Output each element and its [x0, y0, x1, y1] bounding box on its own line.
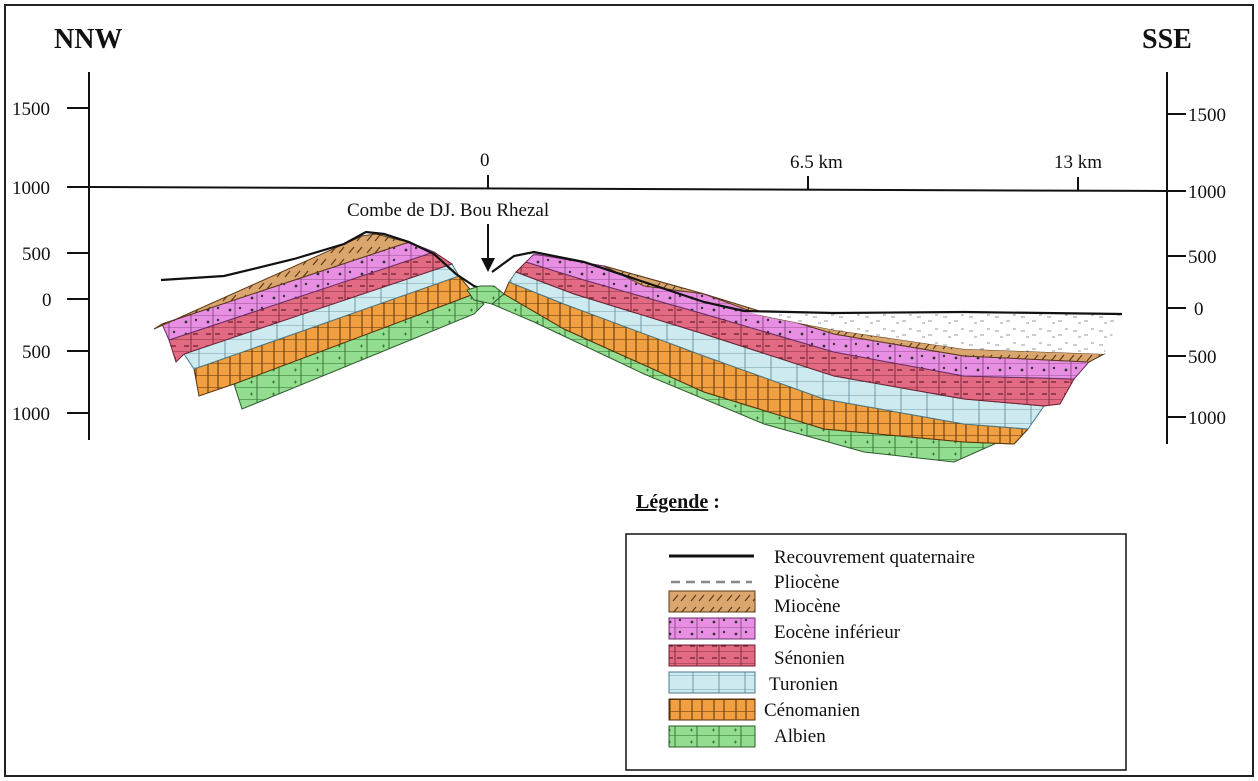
- distance-axis: 0 6.5 km 13 km: [89, 150, 1167, 191]
- right-tick-label: 1000: [1188, 182, 1226, 203]
- left-tick-label: 1000: [12, 404, 50, 425]
- combe-arrow: [481, 224, 495, 272]
- legend-title-colon: :: [708, 491, 720, 513]
- legend-swatch-eocene: [669, 618, 755, 639]
- legend-swatch-cenomanien: [669, 699, 755, 720]
- left-tick-label: 1000: [12, 178, 50, 199]
- legend-title: Légende :: [636, 491, 720, 513]
- right-tick-label: 0: [1194, 299, 1204, 320]
- cross-section-figure: NNW SSE 1500 1000 500 0 500 1000 1500 10…: [4, 4, 1254, 777]
- legend-label: Recouvrement quaternaire: [774, 547, 975, 568]
- legend-label: Eocène inférieur: [774, 622, 901, 643]
- cross-section-svg: NNW SSE 1500 1000 500 0 500 1000 1500 10…: [4, 4, 1254, 777]
- distance-label: 13 km: [1054, 152, 1102, 173]
- left-elevation-axis: 1500 1000 500 0 500 1000: [12, 72, 89, 440]
- right-tick-label: 500: [1188, 247, 1217, 268]
- legend-label: Cénomanien: [764, 700, 861, 721]
- distance-label: 0: [480, 150, 490, 171]
- left-tick-label: 500: [22, 342, 51, 363]
- legend-label: Albien: [774, 726, 826, 747]
- legend-swatch-miocene: [669, 591, 755, 612]
- right-tick-label: 500: [1188, 347, 1217, 368]
- combe-label: Combe de DJ. Bou Rhezal: [347, 200, 549, 221]
- legend-swatch-turonien: [669, 672, 755, 693]
- legend-label: Turonien: [769, 674, 838, 695]
- legend-label: Pliocène: [774, 572, 839, 593]
- left-tick-label: 1500: [12, 99, 50, 120]
- right-elevation-axis: 1500 1000 500 0 500 1000: [1167, 72, 1226, 444]
- legend-swatch-albien: [669, 726, 755, 747]
- distance-label: 6.5 km: [790, 152, 843, 173]
- direction-right-label: SSE: [1142, 24, 1192, 55]
- legend: Légende : Recouvrement quaternaire Plioc…: [626, 491, 1126, 770]
- geological-section: [154, 232, 1122, 462]
- legend-label: Miocène: [774, 596, 840, 617]
- legend-label: Sénonien: [774, 648, 845, 669]
- direction-left-label: NNW: [54, 24, 122, 55]
- left-tick-label: 0: [42, 290, 52, 311]
- legend-swatch-senonien: [669, 645, 755, 666]
- left-tick-label: 500: [22, 244, 51, 265]
- legend-title-text: Légende: [636, 491, 708, 513]
- right-tick-label: 1000: [1188, 408, 1226, 429]
- right-tick-label: 1500: [1188, 105, 1226, 126]
